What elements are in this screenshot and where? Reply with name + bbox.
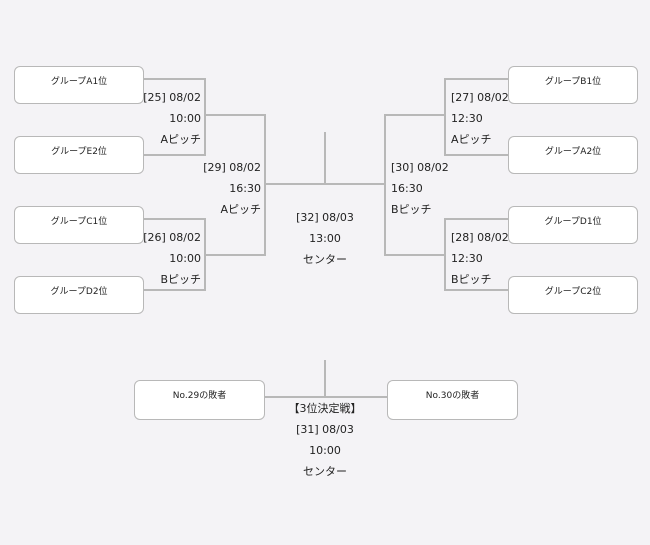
match-time: 12:30	[451, 252, 483, 265]
team-box-e2: グループE2位	[14, 136, 144, 174]
bracket-line-m27	[444, 78, 508, 156]
match-id-date: [27] 08/02	[451, 91, 509, 104]
match-venue: Bピッチ	[451, 273, 492, 286]
match-id-date: [28] 08/02	[451, 231, 509, 244]
match-title: 【3位決定戦】	[288, 402, 362, 415]
team-box-a2: グループA2位	[508, 136, 638, 174]
match-venue: Aピッチ	[160, 133, 201, 146]
match-info-26: [26] 08/02 10:00 Bピッチ	[130, 227, 201, 290]
match-time: 10:00	[169, 252, 201, 265]
bracket-line-m25	[144, 78, 206, 156]
match-info-29: [29] 08/02 16:30 Aピッチ	[190, 157, 261, 220]
match-info-30: [30] 08/02 16:30 Bピッチ	[391, 157, 449, 220]
match-id-date: [29] 08/02	[203, 161, 261, 174]
match-info-27: [27] 08/02 12:30 Aピッチ	[451, 87, 509, 150]
match-time: 10:00	[309, 444, 341, 457]
team-box-loser30: No.30の敗者	[387, 380, 518, 420]
match-id-date: [32] 08/03	[296, 211, 354, 224]
team-box-loser29: No.29の敗者	[134, 380, 265, 420]
team-box-d1: グループD1位	[508, 206, 638, 244]
match-info-25: [25] 08/02 10:00 Aピッチ	[130, 87, 201, 150]
team-box-c1: グループC1位	[14, 206, 144, 244]
match-time: 16:30	[229, 182, 261, 195]
team-box-c2: グループC2位	[508, 276, 638, 314]
match-time: 13:00	[309, 232, 341, 245]
match-id-date: [30] 08/02	[391, 161, 449, 174]
team-box-b1: グループB1位	[508, 66, 638, 104]
match-info-31-third-place: 【3位決定戦】 [31] 08/03 10:00 センター	[265, 398, 385, 482]
match-id-date: [31] 08/03	[296, 423, 354, 436]
team-box-a1: グループA1位	[14, 66, 144, 104]
match-info-28: [28] 08/02 12:30 Bピッチ	[451, 227, 509, 290]
match-time: 16:30	[391, 182, 423, 195]
match-venue: Aピッチ	[220, 203, 261, 216]
match-time: 12:30	[451, 112, 483, 125]
match-venue: Bピッチ	[391, 203, 432, 216]
match-id-date: [25] 08/02	[143, 91, 201, 104]
match-id-date: [26] 08/02	[143, 231, 201, 244]
match-time: 10:00	[169, 112, 201, 125]
match-venue: Aピッチ	[451, 133, 492, 146]
team-box-d2: グループD2位	[14, 276, 144, 314]
match-venue: センター	[303, 465, 347, 478]
match-info-32-final: [32] 08/03 13:00 センター	[275, 207, 375, 270]
match-venue: センター	[303, 253, 347, 266]
match-venue: Bピッチ	[160, 273, 201, 286]
